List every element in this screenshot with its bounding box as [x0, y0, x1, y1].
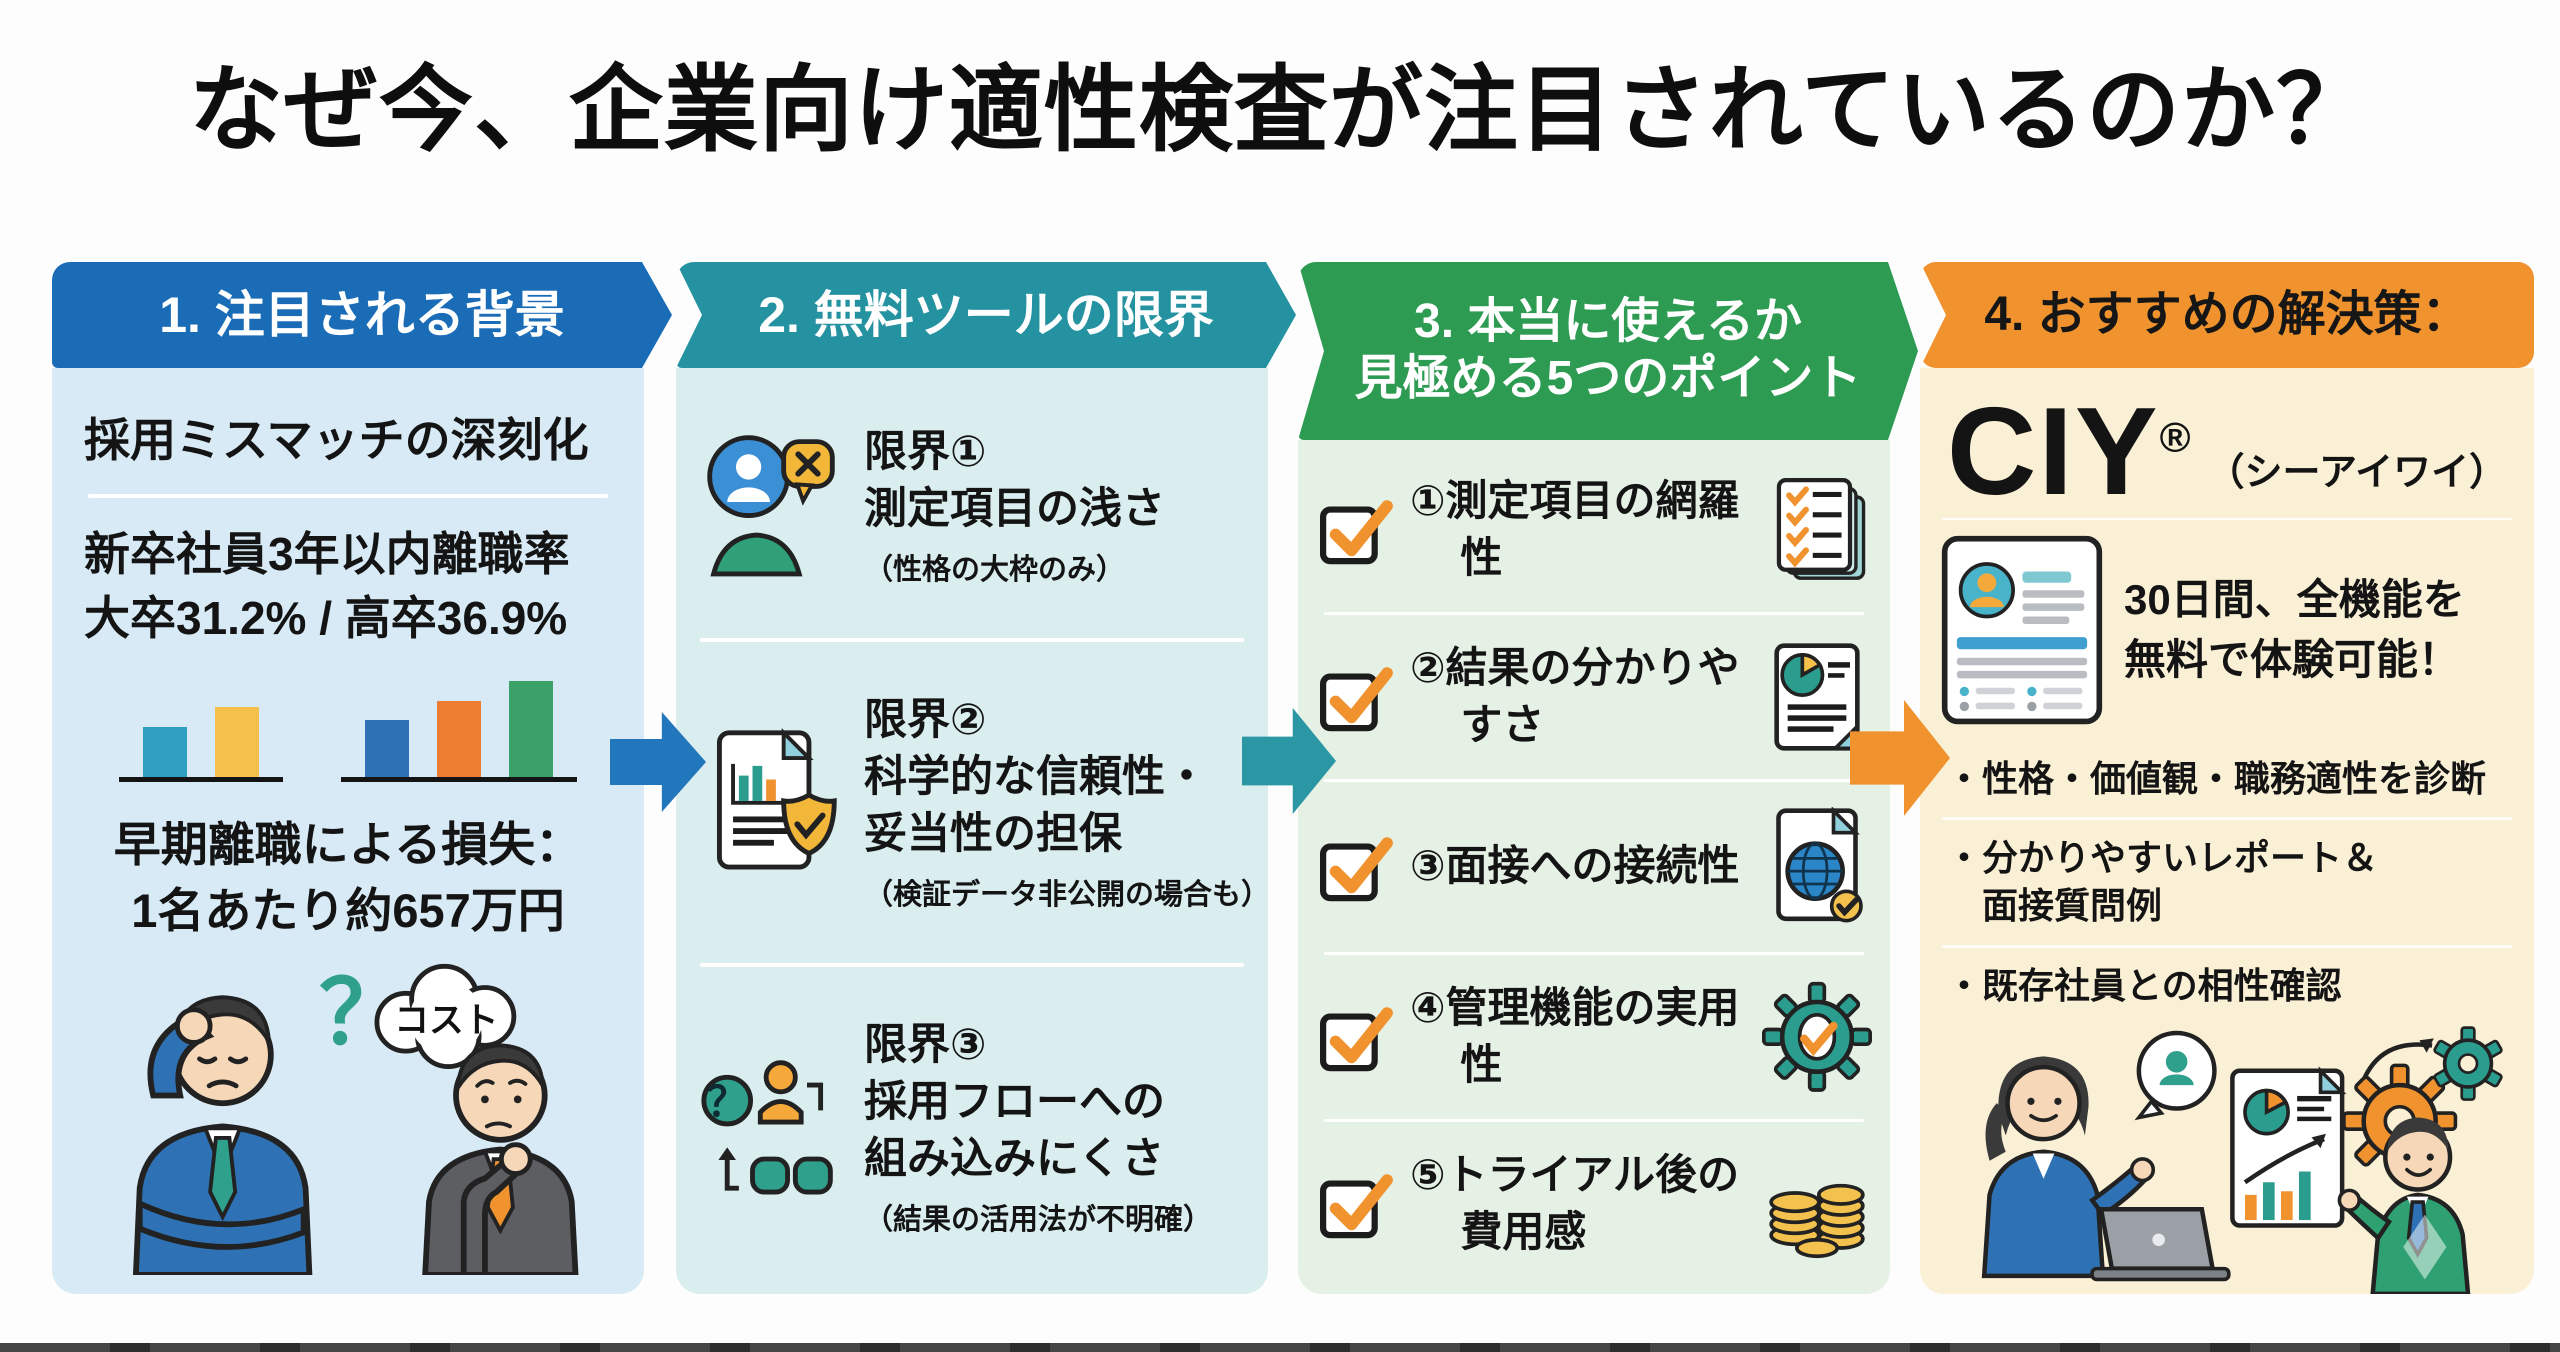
report-shield-check-icon — [716, 727, 837, 870]
limitation-note: （結果の活用法が不明確） — [864, 1203, 1213, 1236]
thinking-man-gray-suit — [422, 1043, 579, 1276]
column3-header-label: 3. 本当に使えるか 見極める5つのポイント — [1354, 295, 1862, 405]
analytics-report — [2230, 1066, 2347, 1228]
worried-businessmen-illustration: ？ コスト — [132, 964, 579, 1276]
column-background: 3. 本当に使えるか 見極める5つのポイント ①測定項目の網羅性 — [1298, 262, 1890, 1294]
point-label: ①測定項目の網羅性 — [1410, 477, 1740, 581]
turnover-rate-text: 新卒社員3年以内離職率 大卒31.2% / 高卒36.9% — [84, 528, 570, 645]
column1-body: 採用ミスマッチの深刻化 新卒社員3年以内離職率 大卒31.2% / 高卒36.9… — [52, 368, 644, 1294]
column4-body: CIY® （シーアイワイ） — [1920, 368, 2534, 1294]
free-trial-row: 30日間、全機能を 無料で体験可能！ — [1920, 520, 2534, 740]
point-item-3: ③面接への接続性 — [1298, 797, 1890, 936]
column2-header: 2. 無料ツールの限界 — [676, 262, 1296, 368]
column2-body: 限界① 測定項目の浅さ （性格の大枠のみ） — [676, 368, 1268, 1294]
bar — [143, 726, 187, 777]
column4-header: 4. おすすめの解決策： — [1920, 262, 2534, 368]
point-item-5: ⑤トライアル後の費用感 — [1298, 1137, 1890, 1270]
feature-bullet: ・分かりやすいレポート＆ 面接質問例 — [1946, 836, 2379, 927]
point-item-4: ④管理機能の実用性 — [1298, 970, 1890, 1104]
point-item-2: ②結果の分かりやすさ — [1298, 630, 1890, 763]
checklist-stack-icon — [1776, 477, 1866, 580]
bar — [215, 706, 259, 777]
limitation-title: 限界① 測定項目の浅さ — [864, 428, 1165, 534]
bar-chart-left — [119, 706, 283, 782]
cost-bubble-label: コスト — [394, 1002, 498, 1040]
limitation-title: 限界③ 採用フローへの 組み込みにくさ — [864, 1021, 1165, 1183]
checkbox-check-icon — [1320, 500, 1393, 565]
trial-text: 30日間、全機能を 無料で体験可能！ — [2124, 575, 2465, 684]
point-label: ④管理機能の実用性 — [1410, 984, 1740, 1088]
column3-header: 3. 本当に使えるか 見極める5つのポイント — [1298, 262, 1918, 440]
column-background: 2. 無料ツールの限界 限界① 測定項目の浅さ （性格の大枠のみ） — [676, 262, 1268, 1294]
column2-header-label: 2. 無料ツールの限界 — [758, 286, 1214, 343]
limitation-note: （検証データ非公開の場合も） — [864, 878, 1268, 911]
divider — [1942, 944, 2512, 948]
bar-chart-right — [341, 680, 577, 782]
divider — [1324, 951, 1864, 955]
divider — [88, 494, 608, 498]
product-reading: （シーアイワイ） — [2206, 451, 2508, 494]
cropped-bottom-strip — [0, 1343, 2560, 1352]
divider — [1324, 611, 1864, 615]
feature-bullet: ・性格・価値観・職務適性を診断 — [1946, 757, 2487, 799]
globe-document-check-icon — [1776, 807, 1863, 923]
divider — [700, 638, 1244, 643]
consultants-gears-illustration — [1981, 1026, 2503, 1294]
bar — [509, 680, 553, 777]
divider — [1324, 1118, 1864, 1122]
checkbox-check-icon — [1320, 837, 1393, 902]
limitation-item-1: 限界① 測定項目の浅さ （性格の大枠のみ） — [676, 410, 1268, 602]
mini-bar-charts — [78, 680, 618, 782]
person-flow-question-icon: ？ — [701, 1059, 833, 1195]
column1-header-label: 1. 注目される背景 — [159, 286, 565, 343]
question-glyph: ？ — [707, 1079, 748, 1125]
page-title: なぜ今、企業向け適性検査が注目されているのか？ — [188, 57, 2372, 162]
limitation-title: 限界② 科学的な信頼性・ 妥当性の担保 — [864, 696, 1208, 858]
point-label: ②結果の分かりやすさ — [1410, 644, 1740, 748]
presenting-woman — [1981, 1056, 2231, 1282]
feature-bullet: ・既存社員との相性確認 — [1946, 964, 2342, 1006]
point-label: ③面接への接続性 — [1410, 842, 1740, 890]
column-background: 1. 注目される背景 採用ミスマッチの深刻化 新卒社員3年以内離職率 大卒31.… — [52, 262, 644, 1294]
early-turnover-loss-text: 早期離職による損失： 1名あたり約657万円 — [113, 817, 583, 937]
limitation-note: （性格の大枠のみ） — [864, 553, 1126, 586]
user-x-mound-icon — [707, 435, 835, 577]
product-name-text: CIY — [1946, 383, 2160, 521]
column3-body: ①測定項目の網羅性 — [1298, 440, 1890, 1294]
worried-man-blue-suit — [132, 995, 313, 1276]
person-speech-bubble — [2134, 1030, 2217, 1121]
coins-icon — [1769, 1183, 1865, 1259]
checkbox-check-icon — [1320, 1007, 1393, 1072]
divider — [1324, 778, 1864, 782]
product-name-row: CIY® （シーアイワイ） — [1920, 384, 2534, 518]
limitation-item-2: 限界② 科学的な信頼性・ 妥当性の担保 （検証データ非公開の場合も） — [676, 678, 1268, 926]
checkbox-check-icon — [1320, 667, 1393, 732]
registered-mark: ® — [2159, 413, 2193, 461]
limitation-item-3: ？ 限界③ 採用フローへの 組み込みにくさ （結果の活用法が不明確） — [676, 1003, 1268, 1251]
watermark-sparkle — [2403, 1214, 2447, 1280]
bar — [365, 719, 409, 777]
bar — [437, 700, 481, 777]
divider — [700, 963, 1244, 968]
id-card-report-icon — [1941, 536, 2103, 725]
mismatch-text: 採用ミスマッチの深刻化 — [84, 414, 589, 466]
column4-header-label: 4. おすすめの解決策： — [1984, 287, 2470, 341]
point-item-1: ①測定項目の網羅性 — [1298, 463, 1890, 596]
point-label: ⑤トライアル後の費用感 — [1410, 1151, 1740, 1255]
product-name: CIY® — [1947, 390, 2193, 514]
divider — [1942, 817, 2512, 820]
gear-check-icon — [1762, 981, 1872, 1092]
column-background: 4. おすすめの解決策： CIY® （シーアイワイ） — [1920, 262, 2534, 1294]
divider — [1942, 517, 2512, 521]
column1-header: 1. 注目される背景 — [52, 262, 672, 368]
checkbox-check-icon — [1320, 1174, 1393, 1239]
smiling-man-green-suit — [2337, 1117, 2471, 1294]
report-pie-icon — [1774, 643, 1860, 751]
